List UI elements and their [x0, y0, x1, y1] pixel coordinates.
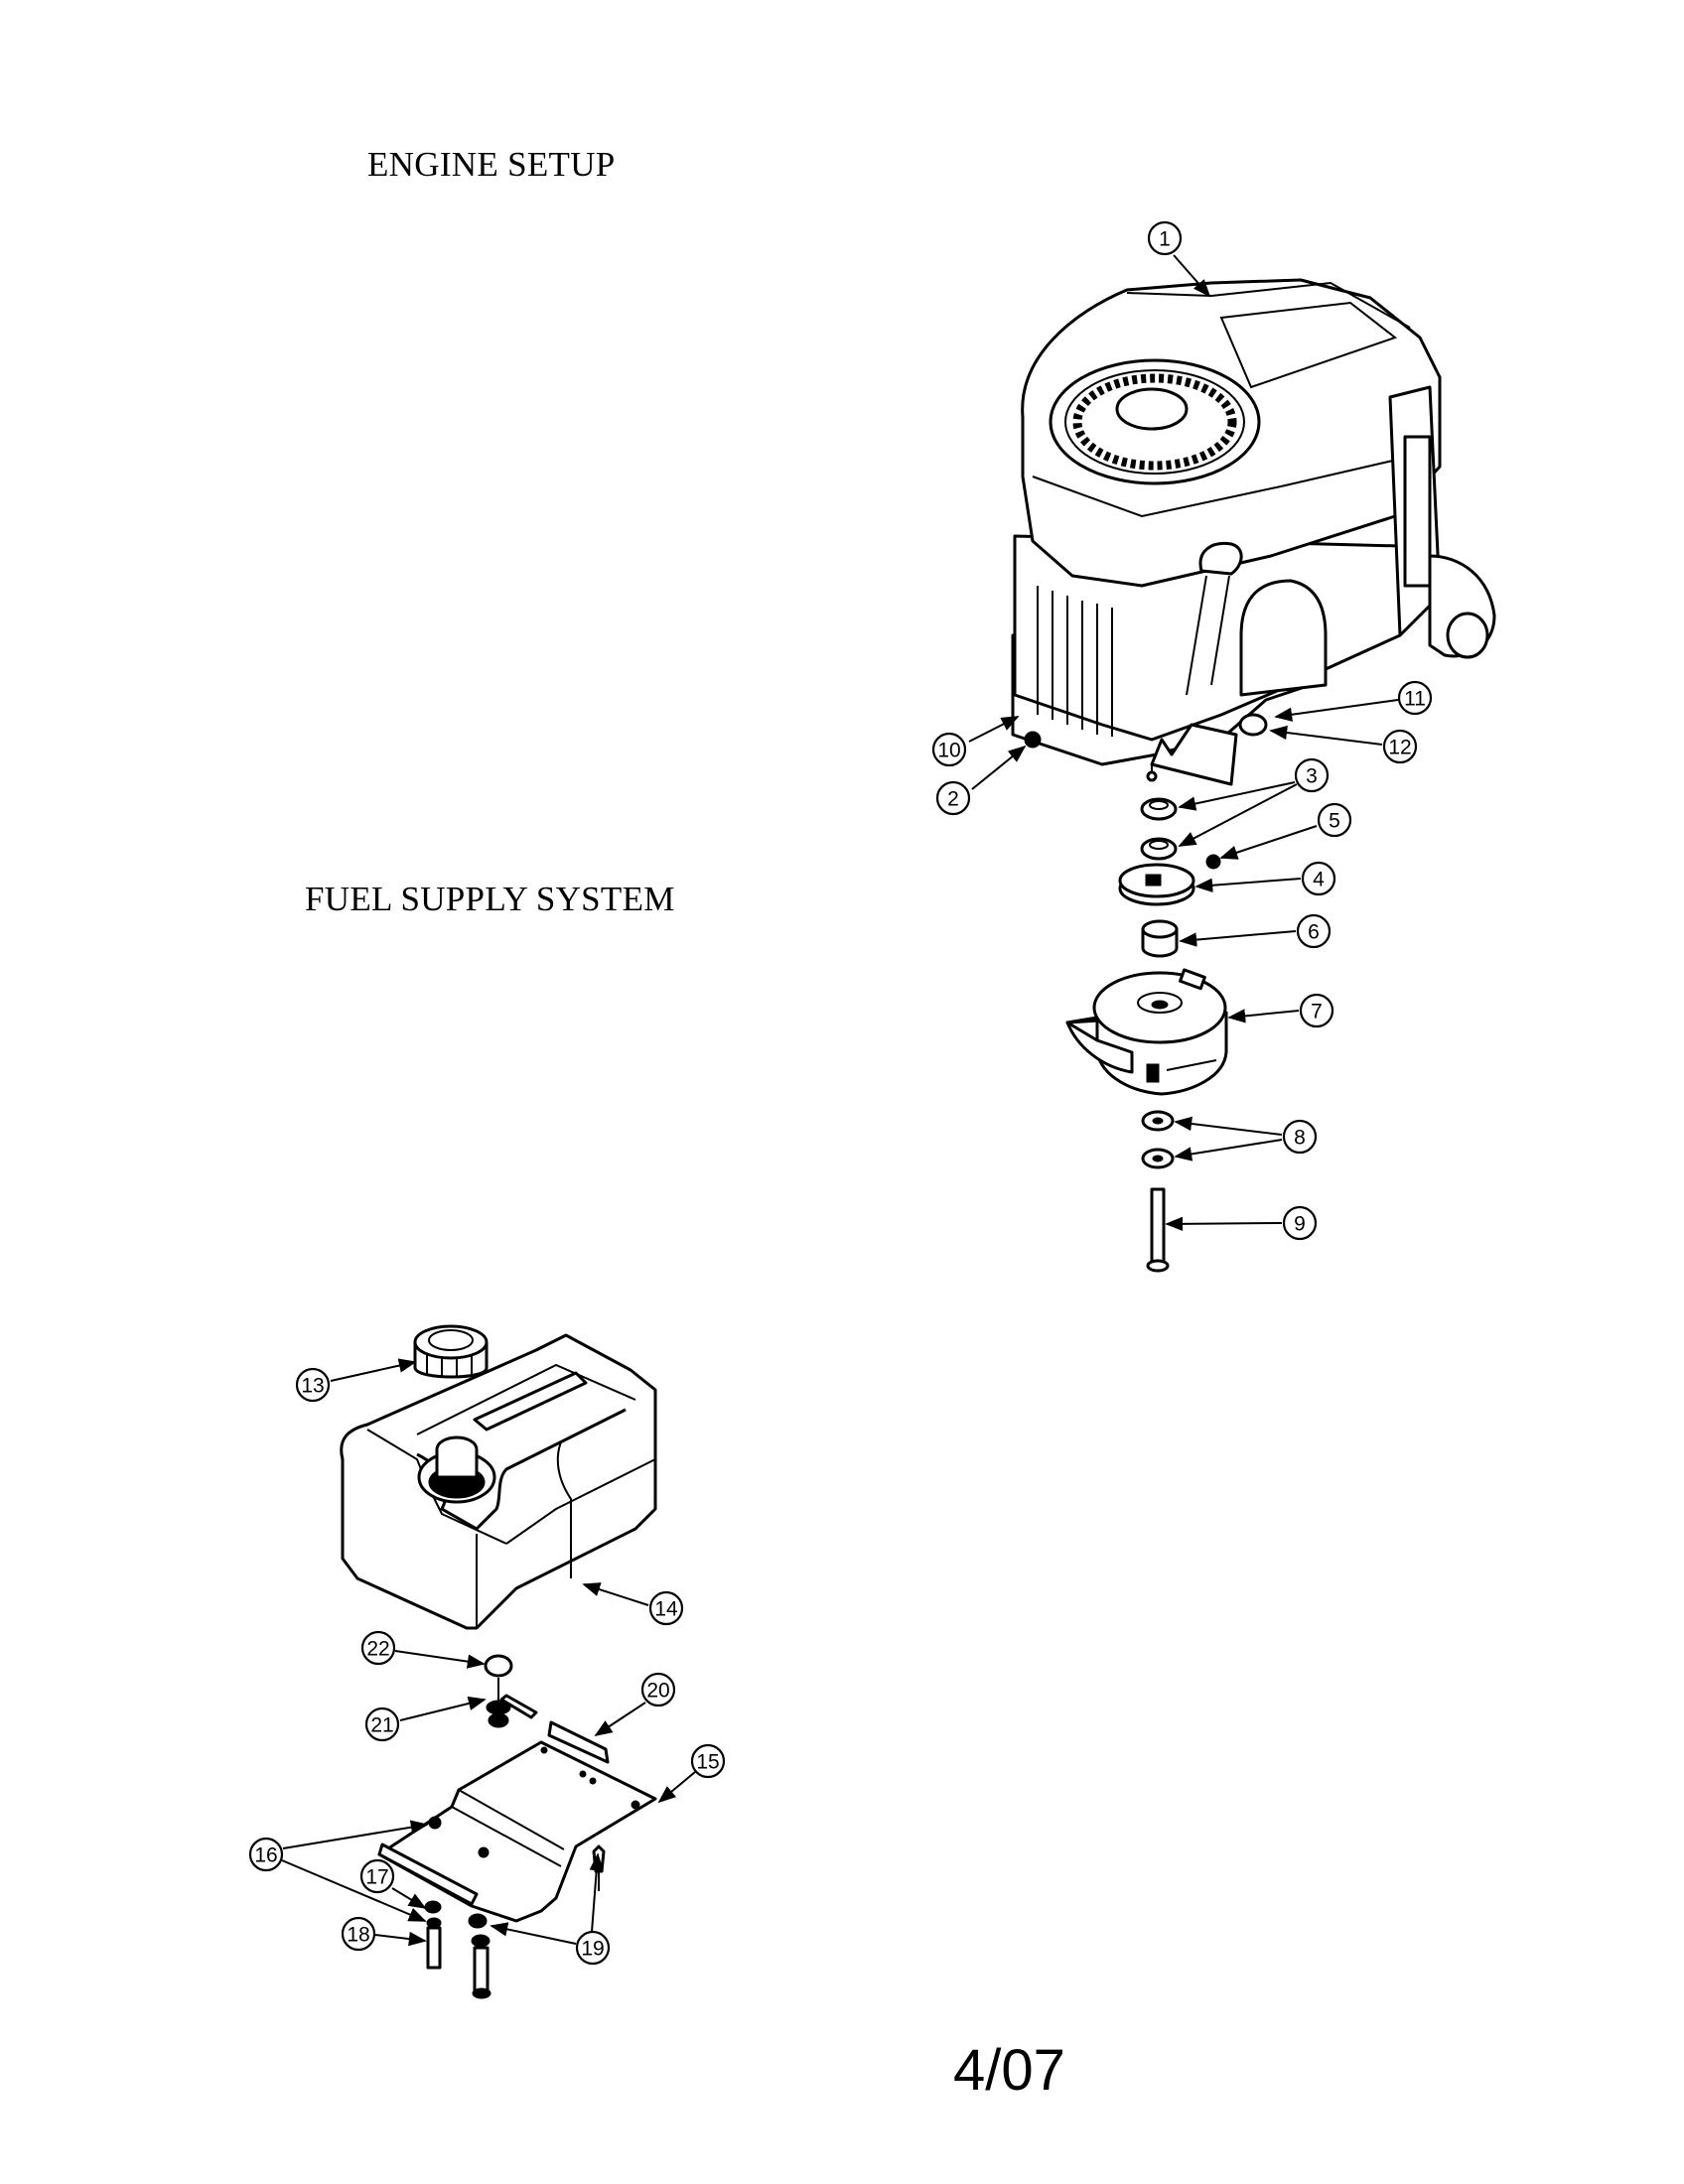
callout-2: 2 — [935, 780, 971, 816]
svg-text:13: 13 — [301, 1375, 324, 1398]
electric-clutch-7 — [1065, 968, 1228, 1096]
engine-leaders — [968, 254, 1399, 1232]
svg-text:12: 12 — [1388, 737, 1411, 759]
svg-text:5: 5 — [1329, 810, 1340, 833]
callout-18: 18 — [341, 1916, 376, 1952]
svg-text:9: 9 — [1294, 1213, 1306, 1236]
callout-3: 3 — [1294, 757, 1330, 793]
callout-17: 17 — [359, 1858, 395, 1894]
fuel-leaders — [281, 1358, 696, 1947]
callout-22: 22 — [360, 1630, 396, 1666]
tank-bracket-15 — [377, 1740, 657, 1923]
callout-9: 9 — [1282, 1205, 1318, 1241]
svg-text:21: 21 — [370, 1714, 393, 1737]
callout-15: 15 — [690, 1743, 726, 1779]
callout-5: 5 — [1317, 802, 1352, 838]
callout-14: 14 — [648, 1590, 684, 1626]
svg-text:11: 11 — [1404, 688, 1426, 711]
spacers-3 — [1140, 797, 1178, 861]
svg-text:15: 15 — [696, 1751, 719, 1774]
svg-text:22: 22 — [366, 1638, 389, 1661]
svg-text:6: 6 — [1308, 921, 1320, 944]
svg-text:16: 16 — [254, 1844, 277, 1867]
callout-10: 10 — [931, 732, 967, 767]
pulley-4 — [1118, 863, 1195, 906]
fuel-tank-illustration — [340, 1333, 657, 1630]
svg-text:18: 18 — [347, 1924, 369, 1947]
svg-text:8: 8 — [1294, 1127, 1306, 1150]
callout-4: 4 — [1301, 861, 1336, 896]
callout-16: 16 — [248, 1837, 284, 1872]
washers-8 — [1141, 1110, 1175, 1169]
fuel-cap-13 — [413, 1324, 489, 1379]
svg-text:10: 10 — [937, 740, 960, 762]
callout-1: 1 — [1147, 220, 1183, 256]
spacer-6 — [1141, 919, 1179, 958]
callout-19: 19 — [575, 1930, 611, 1966]
svg-text:7: 7 — [1311, 1001, 1323, 1024]
engine-illustration — [1011, 278, 1496, 786]
svg-text:20: 20 — [646, 1680, 669, 1703]
key-5 — [1205, 854, 1221, 870]
callout-6: 6 — [1296, 913, 1332, 949]
svg-text:4: 4 — [1313, 869, 1325, 891]
svg-text:3: 3 — [1306, 765, 1318, 788]
svg-text:17: 17 — [365, 1866, 388, 1889]
engine-setup-title: ENGINE SETUP — [367, 145, 616, 184]
page-number: 4/07 — [953, 2038, 1065, 2103]
grommet-22 — [484, 1654, 513, 1678]
bolt-2 — [1024, 731, 1042, 749]
svg-text:14: 14 — [654, 1598, 678, 1621]
bolt-9 — [1146, 1187, 1170, 1273]
strap-20 — [547, 1720, 610, 1764]
callout-21: 21 — [364, 1706, 400, 1742]
callout-8: 8 — [1282, 1119, 1318, 1155]
callout-20: 20 — [640, 1672, 676, 1707]
svg-text:19: 19 — [581, 1938, 604, 1961]
callout-7: 7 — [1299, 993, 1334, 1028]
fuel-supply-title: FUEL SUPPLY SYSTEM — [305, 880, 675, 918]
fuel-valve-21 — [486, 1678, 538, 1728]
callout-13: 13 — [295, 1367, 331, 1403]
callout-11: 11 — [1397, 680, 1433, 716]
svg-text:2: 2 — [947, 788, 959, 811]
svg-text:1: 1 — [1159, 228, 1171, 251]
callout-12: 12 — [1382, 729, 1418, 764]
